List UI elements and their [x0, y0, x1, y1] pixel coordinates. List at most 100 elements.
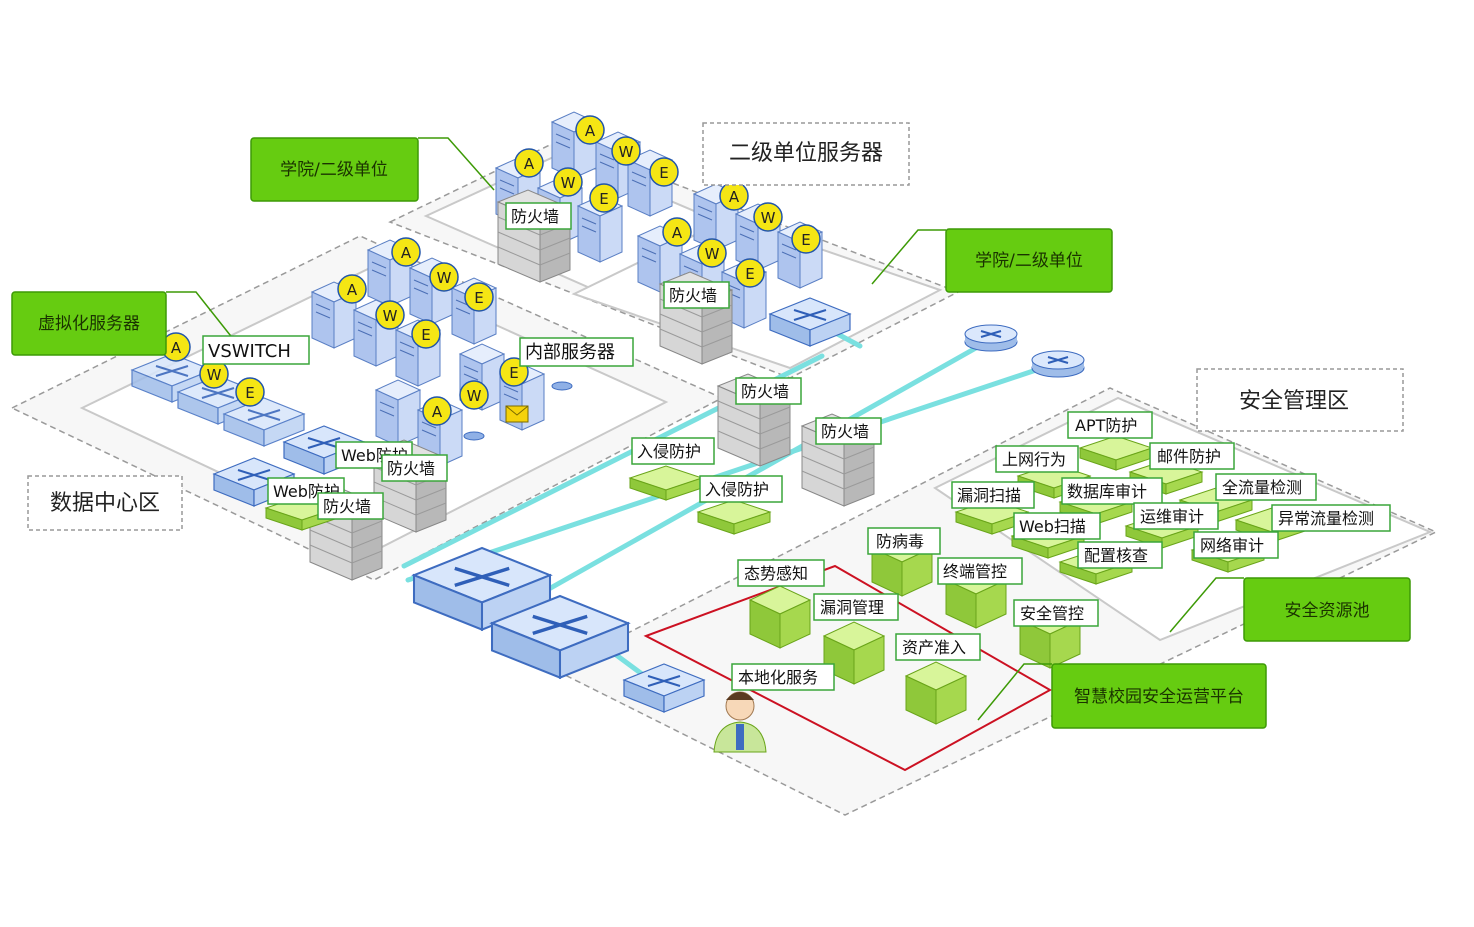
svg-text:智慧校园安全运营平台: 智慧校园安全运营平台: [1074, 687, 1244, 707]
tag-vuln-mgmt: 漏洞管理: [813, 593, 899, 621]
tag-localized-service: 本地化服务: [731, 663, 835, 691]
badge-e: E: [589, 183, 619, 213]
svg-text:安全管控: 安全管控: [1020, 604, 1084, 623]
svg-text:A: A: [672, 224, 683, 242]
tag-asset-access: 资产准入: [895, 633, 981, 661]
badge-w: W: [429, 262, 459, 292]
tag-vswitch: VSWITCH: [202, 335, 310, 365]
tag-vuln-scan: 漏洞扫描: [951, 481, 1035, 509]
badge-w: W: [375, 300, 405, 330]
database-icon: [463, 431, 485, 441]
svg-text:终端管控: 终端管控: [943, 562, 1007, 581]
svg-text:E: E: [801, 231, 810, 249]
svg-text:运维审计: 运维审计: [1140, 507, 1204, 526]
leader-lines: [166, 137, 1244, 721]
svg-text:W: W: [705, 245, 720, 263]
svg-text:入侵防护: 入侵防护: [705, 480, 769, 499]
tag-antivirus: 防病毒: [867, 527, 941, 555]
badge-a: A: [662, 217, 692, 247]
tag-security-ctrl: 安全管控: [1013, 599, 1099, 627]
svg-text:漏洞扫描: 漏洞扫描: [957, 486, 1021, 505]
svg-text:A: A: [432, 403, 443, 421]
svg-text:安全管理区: 安全管理区: [1239, 389, 1349, 414]
tag-internet-behavior: 上网行为: [995, 445, 1079, 473]
badge-e: E: [235, 377, 265, 407]
svg-text:E: E: [745, 265, 754, 283]
badge-w: W: [459, 380, 489, 410]
svg-text:配置核查: 配置核查: [1084, 546, 1148, 565]
svg-text:漏洞管理: 漏洞管理: [820, 598, 884, 617]
tag-firewall: 防火墙: [735, 377, 802, 405]
svg-text:防火墙: 防火墙: [323, 497, 371, 516]
tag-apt: APT防护: [1067, 411, 1153, 439]
svg-text:W: W: [383, 307, 398, 325]
tag-internal-servers: 内部服务器: [519, 337, 634, 367]
tag-abnormal-flow: 异常流量检测: [1271, 504, 1391, 532]
svg-text:A: A: [401, 244, 412, 262]
callout-college-1: 学院/二级单位: [250, 137, 419, 202]
svg-text:E: E: [599, 190, 608, 208]
svg-text:防火墙: 防火墙: [821, 422, 869, 441]
svg-text:E: E: [509, 364, 518, 382]
svg-text:态势感知: 态势感知: [744, 564, 808, 583]
svg-text:防火墙: 防火墙: [511, 207, 559, 226]
svg-text:A: A: [729, 188, 740, 206]
svg-text:防病毒: 防病毒: [876, 532, 924, 551]
callout-virtual-servers: 虚拟化服务器: [11, 291, 167, 356]
svg-text:二级单位服务器: 二级单位服务器: [729, 141, 883, 166]
badge-w: W: [697, 238, 727, 268]
svg-text:全流量检测: 全流量检测: [1222, 478, 1302, 497]
tag-full-flow: 全流量检测: [1215, 473, 1317, 501]
badge-w: W: [199, 359, 229, 389]
badge-a: A: [391, 237, 421, 267]
svg-text:防火墙: 防火墙: [387, 459, 435, 478]
router-icons: [964, 324, 1085, 378]
svg-text:学院/二级单位: 学院/二级单位: [280, 160, 388, 180]
badge-e: E: [464, 282, 494, 312]
svg-text:W: W: [561, 174, 576, 192]
svg-text:数据库审计: 数据库审计: [1067, 482, 1147, 501]
badge-a: A: [575, 115, 605, 145]
tag-firewall: 防火墙: [317, 492, 384, 520]
svg-text:防火墙: 防火墙: [669, 286, 717, 305]
svg-text:数据中心区: 数据中心区: [50, 491, 160, 516]
svg-text:E: E: [474, 289, 483, 307]
svg-text:资产准入: 资产准入: [902, 638, 966, 657]
svg-text:防火墙: 防火墙: [741, 382, 789, 401]
svg-text:学院/二级单位: 学院/二级单位: [975, 251, 1083, 271]
tag-firewall: 防火墙: [505, 202, 572, 230]
tag-ips: 入侵防护: [699, 475, 783, 503]
svg-text:E: E: [421, 326, 430, 344]
svg-text:A: A: [171, 339, 182, 357]
callout-college-2: 学院/二级单位: [945, 228, 1113, 293]
svg-text:A: A: [585, 122, 596, 140]
svg-text:A: A: [524, 155, 535, 173]
svg-text:邮件防护: 邮件防护: [1157, 447, 1221, 466]
svg-text:本地化服务: 本地化服务: [738, 668, 818, 687]
badge-a: A: [719, 181, 749, 211]
tag-firewall: 防火墙: [815, 417, 882, 445]
tag-firewall: 防火墙: [381, 454, 448, 482]
svg-text:A: A: [347, 281, 358, 299]
tag-config-check: 配置核查: [1077, 541, 1163, 569]
svg-text:入侵防护: 入侵防护: [637, 442, 701, 461]
tag-firewall: 防火墙: [663, 281, 730, 309]
operator-icon: [713, 691, 767, 753]
svg-text:虚拟化服务器: 虚拟化服务器: [38, 314, 140, 334]
badge-a: A: [422, 396, 452, 426]
callout-resource-pool: 安全资源池: [1243, 577, 1411, 642]
tag-ips: 入侵防护: [631, 437, 715, 465]
tag-web-scan: Web扫描: [1013, 512, 1101, 540]
app-badges: A W E A W E A W E A W E A W E A W E A W …: [161, 115, 821, 426]
badge-w: W: [553, 167, 583, 197]
svg-text:上网行为: 上网行为: [1002, 450, 1066, 469]
zone-label-security: 安全管理区: [1196, 368, 1404, 432]
badge-e: E: [411, 319, 441, 349]
tag-situational: 态势感知: [737, 559, 825, 587]
svg-text:W: W: [761, 209, 776, 227]
tag-db-audit: 数据库审计: [1061, 477, 1163, 505]
badge-w: W: [753, 202, 783, 232]
svg-text:E: E: [245, 384, 254, 402]
badge-w: W: [611, 136, 641, 166]
svg-text:W: W: [207, 366, 222, 384]
